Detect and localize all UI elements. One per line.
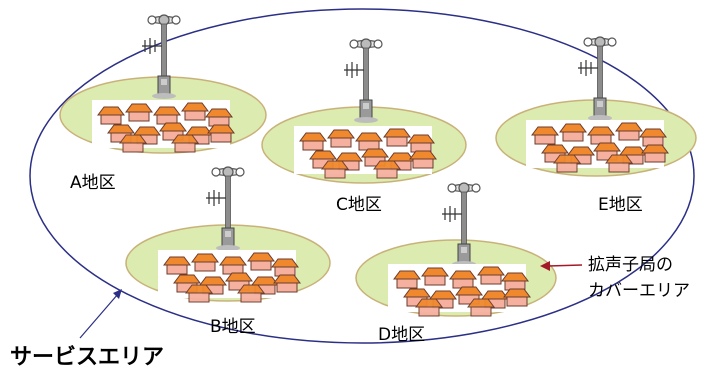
houses-a: [92, 100, 234, 152]
houses-d: [388, 264, 530, 316]
coverage-arrow-line: [547, 264, 583, 267]
district-label-a: A地区: [70, 173, 116, 193]
service-area-label: サービスエリア: [10, 345, 164, 370]
district-label-c: C地区: [336, 195, 382, 215]
district-label-e: E地区: [598, 195, 643, 215]
service-area-arrow-head: [113, 289, 122, 299]
coverage-label-line2: カバーエリア: [588, 281, 690, 301]
district-label-b: B地区: [210, 317, 256, 337]
service-area-ellipse: [29, 8, 695, 344]
houses-c: [294, 126, 436, 178]
district-label-d: D地区: [378, 325, 425, 345]
houses-b: [158, 250, 300, 302]
service-area-arrow-line: [79, 293, 119, 339]
coverage-label-line1: 拡声子局の: [588, 255, 673, 275]
houses-e: [526, 120, 668, 172]
coverage-arrow-head: [540, 261, 550, 271]
